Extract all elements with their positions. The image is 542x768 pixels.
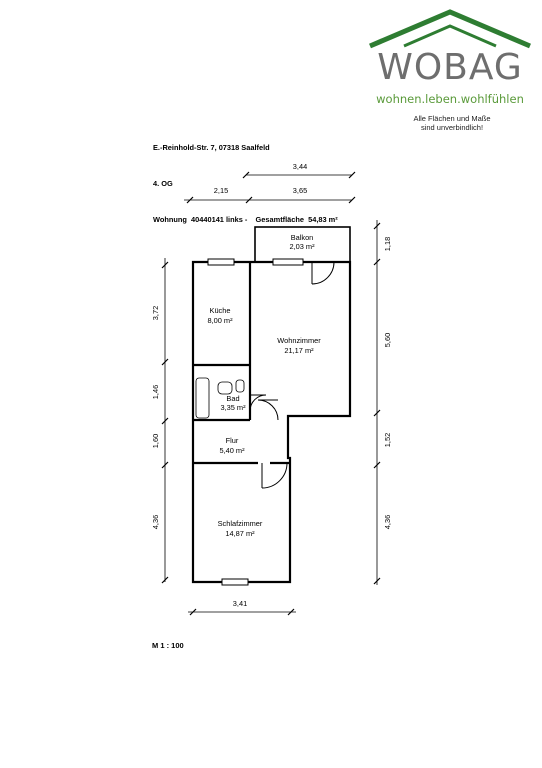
top-dimension-line-total <box>242 171 356 179</box>
room-schlafzimmer-area: 14,87 m² <box>225 529 255 538</box>
door-balkon <box>311 261 335 285</box>
room-wohnzimmer-name: Wohnzimmer <box>277 336 321 345</box>
plan-header: E.-Reinhold-Str. 7, 07318 Saalfeld 4. OG… <box>153 118 338 238</box>
room-flur-area: 5,40 m² <box>219 446 245 455</box>
bathtub <box>195 377 210 419</box>
left-dimension-line <box>161 258 169 584</box>
house-roof-icon <box>369 9 531 49</box>
window-wohnzimmer <box>272 258 304 266</box>
room-bad-name: Bad <box>226 394 239 403</box>
dim-right-4: 4,36 <box>383 515 392 529</box>
room-balkon-area: 2,03 m² <box>289 242 315 251</box>
room-kueche-area: 8,00 m² <box>207 316 233 325</box>
dim-top-right: 3,65 <box>293 186 307 195</box>
bottom-dimension-line <box>188 608 296 616</box>
logo-wordmark: WOBAG <box>377 47 523 88</box>
window-schlafzimmer <box>221 578 249 586</box>
disclaimer-note: Alle Flächen und Maße sind unverbindlich… <box>382 114 522 132</box>
dim-top-left: 2,15 <box>214 186 228 195</box>
dim-right-3: 1,52 <box>383 433 392 447</box>
dim-left-3: 1,60 <box>151 434 160 448</box>
washbasin <box>217 381 233 395</box>
wobag-logo: WOBAG wohnen.leben.wohlfühlen Alle Fläch… <box>362 6 538 132</box>
window-kueche <box>207 258 235 266</box>
disclaimer-line-1: Alle Flächen und Maße <box>413 114 491 123</box>
dim-right-1: 1,18 <box>383 237 392 251</box>
floor: 4. OG <box>153 179 173 188</box>
dim-left-4: 4,36 <box>151 515 160 529</box>
logo-tagline: wohnen.leben.wohlfühlen <box>376 92 524 106</box>
address: E.-Reinhold-Str. 7, 07318 Saalfeld <box>153 143 270 152</box>
door-flur <box>261 462 288 489</box>
disclaimer-line-2: sind unverbindlich! <box>420 123 484 132</box>
room-balkon-name: Balkon <box>291 233 314 242</box>
room-wohnzimmer-area: 21,17 m² <box>284 346 314 355</box>
apartment-info: Wohnung 40440141 links - Gesamtfläche 54… <box>153 215 338 224</box>
dim-left-2: 1,46 <box>151 385 160 399</box>
room-schlafzimmer-name: Schlafzimmer <box>218 519 263 528</box>
dim-bottom: 3,41 <box>233 599 247 608</box>
top-dimension-line-split <box>184 196 356 204</box>
door-bad <box>249 394 267 412</box>
room-kueche-name: Küche <box>210 306 231 315</box>
right-dimension-line <box>373 220 381 585</box>
scale-label: M 1 : 100 <box>152 641 184 650</box>
toilet <box>235 379 245 393</box>
dim-top-total: 3,44 <box>293 162 307 171</box>
room-bad-area: 3,35 m² <box>220 403 246 412</box>
room-flur-name: Flur <box>226 436 239 445</box>
dim-left-1: 3,72 <box>151 306 160 320</box>
door-wohnzimmer <box>257 399 279 421</box>
dim-right-2: 5,60 <box>383 333 392 347</box>
